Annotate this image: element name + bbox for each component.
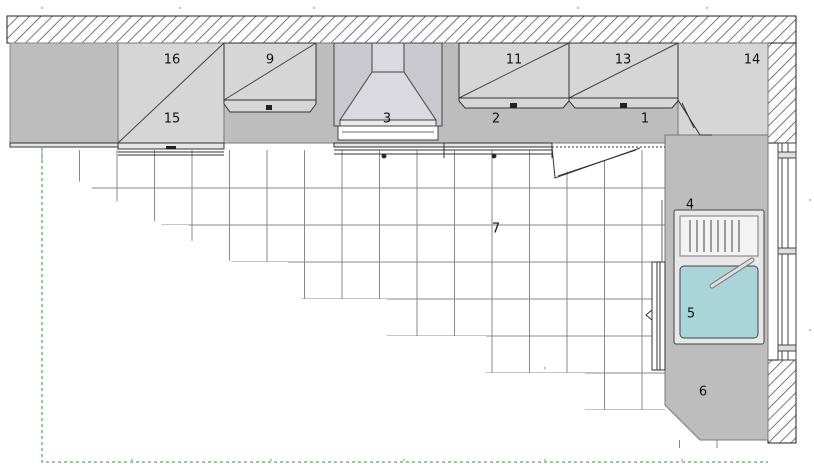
dishwasher-door [551, 146, 665, 179]
top-wall [6, 15, 797, 44]
cabinet-16-15 [117, 42, 225, 156]
label-cabinet-1: 1 [641, 112, 649, 127]
wall-cabinet-13 [568, 42, 679, 109]
left-cabinet [9, 42, 119, 144]
label-wall-cabinet-9: 9 [266, 53, 274, 68]
label-wall-cabinet-11: 11 [506, 53, 523, 68]
corner-door [677, 99, 712, 136]
wall-cabinet-11 [458, 42, 570, 109]
label-cabinet-15: 15 [164, 112, 181, 127]
wall-cabinet-9 [223, 42, 317, 113]
label-sink-counter: 4 [686, 198, 694, 213]
label-range-hood: 3 [383, 112, 391, 127]
label-wall-cabinet-13: 13 [615, 53, 632, 68]
label-floor: 7 [492, 222, 500, 237]
right-wall-lower [767, 359, 797, 444]
right-base-cabinets [645, 200, 666, 371]
floor-untiled-area [10, 188, 665, 475]
label-wall-cabinet-16: 16 [164, 53, 181, 68]
label-corner-cabinet-14: 14 [744, 53, 761, 68]
right-window [777, 142, 797, 361]
label-corner-counter: 6 [699, 385, 707, 400]
label-sink: 5 [687, 307, 695, 322]
sink [673, 209, 765, 345]
range-hood [333, 42, 443, 141]
right-wall-upper [767, 42, 797, 144]
label-cabinet-2: 2 [492, 112, 500, 127]
base-cabinet-rails [9, 142, 553, 159]
room-outline-dashed [41, 148, 768, 463]
